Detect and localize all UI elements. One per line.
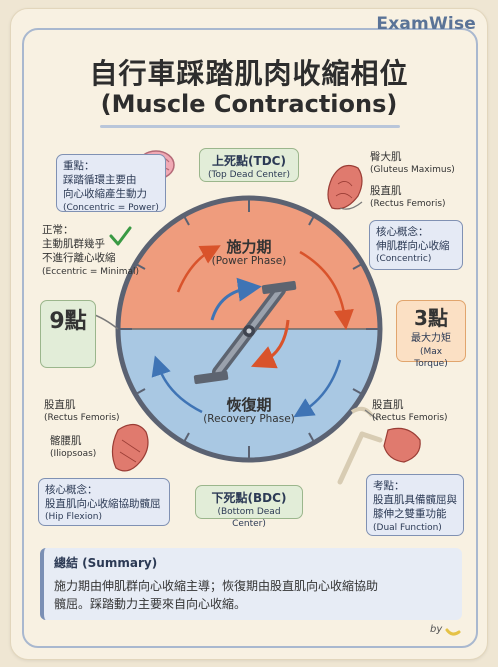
rectus-bottom-right-label: 股直肌 (Rectus Femoris) (372, 399, 448, 424)
check-icon (109, 226, 132, 246)
iliopsoas-label: 髂腰肌 (Iliopsoas) (50, 435, 97, 460)
power-arrow-right (299, 250, 354, 330)
rectus-top-right-label: 股直肌 (Rectus Femoris) (370, 185, 446, 210)
summary-heading: 總結 (Summary) (54, 556, 158, 570)
muscle-icon-top-right (327, 165, 363, 210)
power-arrow-left (176, 245, 221, 293)
core-concept-left: 核心概念： 股直肌向心收縮協助髖屈 (Hip Flexion) (38, 478, 170, 526)
brand-logo: ExamWise (376, 14, 476, 34)
three-oclock-box: 3點 最大力矩 (Max Torque) (396, 300, 466, 369)
gluteus-label: 臀大肌 (Gluteus Maximus) (370, 151, 455, 176)
bdc-label: 下死點(BDC) (Bottom Dead Center) (195, 485, 303, 529)
rotation-arrow-bottom (250, 319, 290, 369)
normal-note: 正常： 主動肌群幾乎 不進行離心收縮 (Eccentric = Minimal) (42, 224, 140, 277)
exam-point-box: 考點： 股直肌具備髖屈與 膝伸之雙重功能 (Dual Function) (366, 474, 464, 536)
crank-icon (193, 280, 297, 385)
muscle-icon-left (111, 423, 149, 472)
rotation-arrow-top (210, 277, 262, 321)
dial-ticks (119, 199, 379, 459)
summary-text: 施力期由伸肌群向心收縮主導；恢復期由股直肌向心收縮協助 髖屈。踩踏動力主要來自向… (54, 579, 379, 611)
recovery-arrow-left (151, 355, 203, 414)
key-point-box: 重點： 踩踏循環主要由 向心收縮產生動力 (Concentric = Power… (56, 154, 166, 213)
title-english: (Muscle Contractions) (100, 90, 398, 118)
recovery-arrow-right (293, 359, 342, 418)
muscle-icon-bottom-right (337, 406, 421, 485)
signature: by (430, 624, 443, 635)
title-chinese: 自行車踩踏肌肉收縮相位 (89, 57, 409, 90)
rectus-left-label: 股直肌 (Rectus Femoris) (44, 399, 120, 424)
recovery-phase-title: 恢復期 (226, 396, 272, 414)
poster-frame (22, 28, 478, 648)
power-phase-subtitle: (Power Phase) (211, 255, 287, 267)
tdc-label: 上死點(TDC) (Top Dead Center) (199, 148, 299, 182)
core-concept-right: 核心概念： 伸肌群向心收縮 (Concentric) (369, 220, 463, 270)
power-phase-title: 施力期 (226, 238, 272, 256)
title-underline (100, 125, 400, 128)
summary-panel: 總結 (Summary) 施力期由伸肌群向心收縮主導；恢復期由股直肌向心收縮協助… (40, 548, 462, 620)
banana-icon (445, 628, 461, 636)
nine-oclock-box: 9點 (40, 300, 96, 368)
recovery-phase-subtitle: (Recovery Phase) (203, 413, 295, 425)
